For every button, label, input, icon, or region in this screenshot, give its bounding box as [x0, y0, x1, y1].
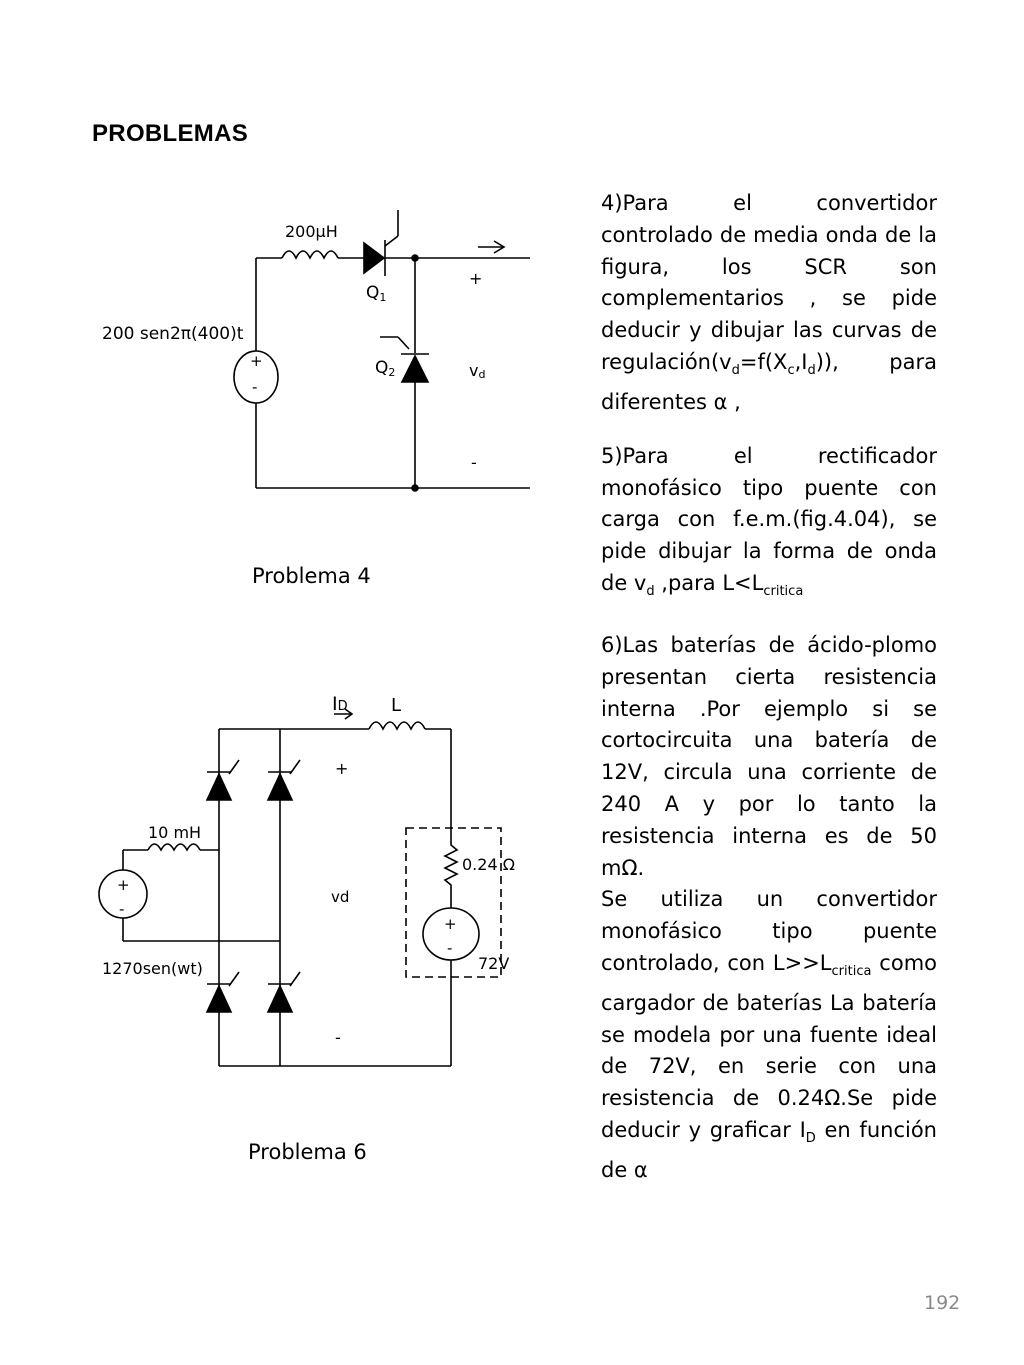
thyristor-4 — [266, 984, 294, 1013]
voltage-source-p6 — [98, 869, 148, 919]
battery-model-box — [405, 827, 502, 978]
voltage-source-p4 — [233, 350, 279, 404]
label-src-plus-p6: + — [117, 876, 130, 894]
label-src-minus-p4: - — [252, 378, 257, 396]
label-q1: Q1 — [366, 283, 386, 304]
label-bat-minus: - — [447, 939, 452, 957]
scr-q1 — [363, 241, 386, 275]
thyristor-1 — [205, 772, 233, 801]
label-l: L — [391, 695, 401, 716]
problem-statements: 4)Para el convertidor controlado de medi… — [601, 188, 937, 1187]
label-source-p4: 200 sen2π(400)t — [102, 324, 244, 344]
page-title: PROBLEMAS — [92, 120, 249, 147]
inductor-l — [368, 721, 426, 731]
problem-6-task: Se utiliza un convertidor monofásico tip… — [601, 887, 937, 1183]
page-number: 192 — [924, 1292, 961, 1314]
label-plus-p4: + — [469, 269, 482, 288]
caption-problema-6: Problema 6 — [248, 1140, 367, 1164]
label-10mh: 10 mH — [148, 823, 201, 842]
label-plus-p6: + — [335, 759, 348, 778]
circuit-problema-4 — [233, 210, 530, 492]
scr-q2 — [400, 354, 430, 383]
label-minus-p6: - — [335, 1028, 341, 1047]
label-200uh: 200µH — [285, 222, 338, 241]
problem-4: 4)Para el convertidor controlado de medi… — [601, 191, 937, 414]
inductor-10mh — [147, 843, 201, 852]
inductor-200uh — [281, 250, 339, 260]
label-72v: 72V — [478, 954, 509, 973]
problem-6-intro: 6)Las baterías de ácido-plomo presentan … — [601, 632, 937, 880]
label-id: ID — [332, 693, 348, 715]
label-src-minus-p6: - — [119, 900, 124, 918]
label-resistor: 0.24 Ω — [462, 855, 515, 874]
circuit-problema-6 — [98, 708, 502, 1067]
label-src-plus-p4: + — [250, 352, 263, 370]
resistor-024 — [443, 838, 459, 908]
label-vd-p6: vd — [331, 888, 349, 906]
thyristor-3 — [205, 984, 233, 1013]
label-minus-p4: - — [471, 453, 477, 472]
caption-problema-4: Problema 4 — [252, 564, 371, 588]
label-vd-p4: vd — [469, 361, 485, 381]
label-source-p6: 1270sen(wt) — [102, 959, 203, 978]
battery-72v — [422, 907, 480, 961]
label-bat-plus: + — [444, 915, 457, 933]
problem-5: 5)Para el rectificador monofásico tipo p… — [601, 443, 937, 600]
label-q2: Q2 — [375, 358, 395, 379]
thyristor-2 — [266, 772, 294, 801]
